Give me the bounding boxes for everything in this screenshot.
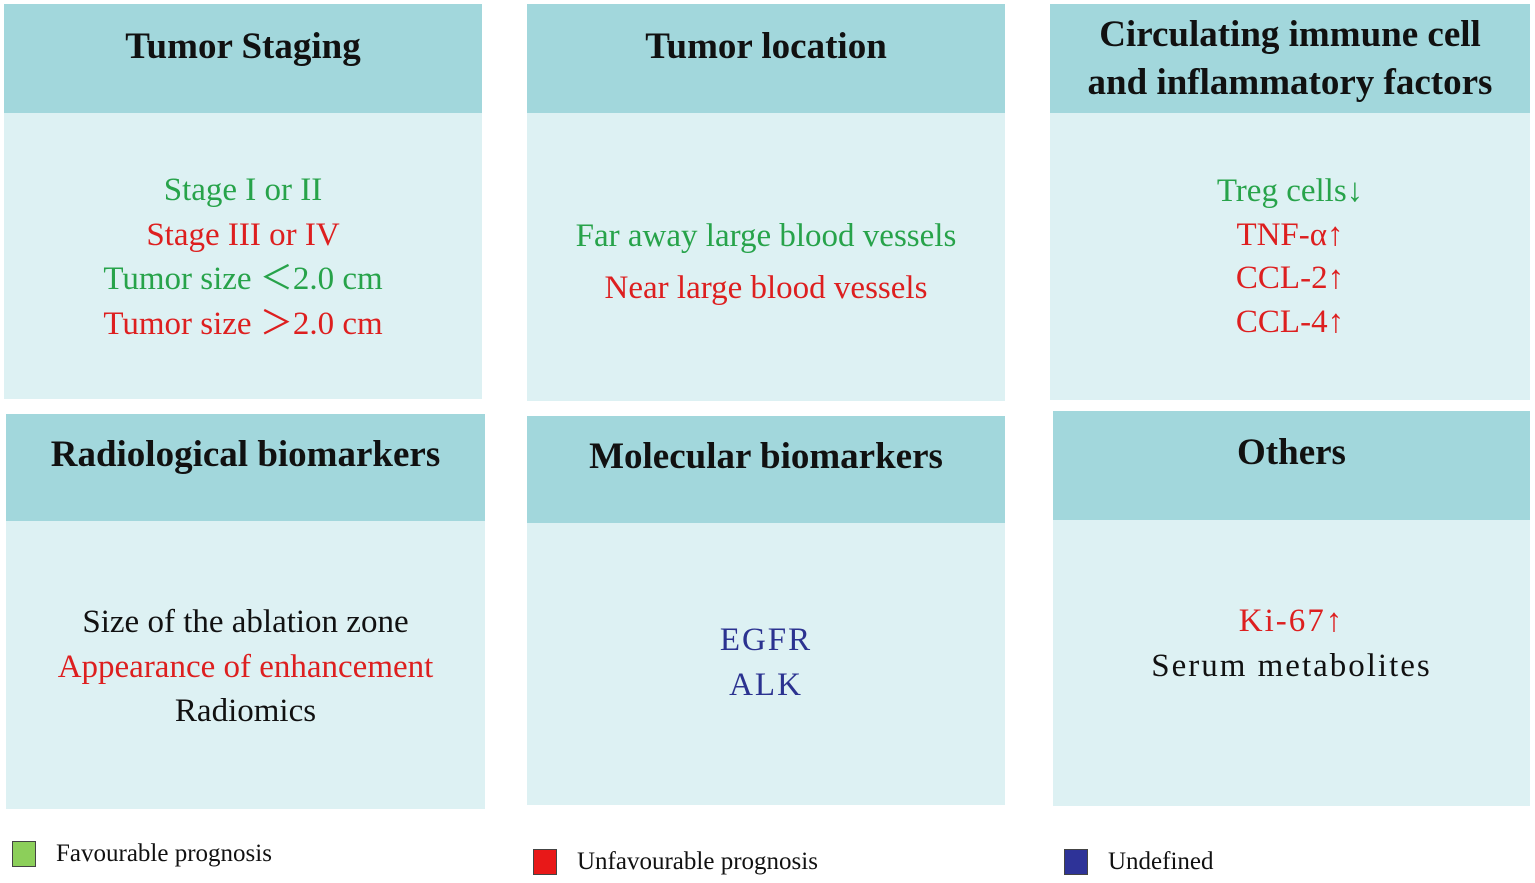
card-title: and inflammatory factors <box>1087 61 1493 103</box>
card-tumor-staging: Tumor Staging Stage I or II Stage III or… <box>4 4 482 399</box>
list-item: Near large blood vessels <box>604 270 928 306</box>
list-item: Size of the ablation zone <box>82 604 409 640</box>
list-item: Far away large blood vessels <box>575 218 957 254</box>
card-header: Tumor Staging <box>4 4 482 113</box>
card-title: Others <box>1237 431 1346 473</box>
card-title: Molecular biomarkers <box>589 435 943 477</box>
card-title: Circulating immune cell <box>1099 13 1481 55</box>
card-body: Size of the ablation zone Appearance of … <box>6 600 485 734</box>
card-molecular-biomarkers: Molecular biomarkers EGFR ALK <box>527 416 1005 805</box>
card-others: Others Ki-67↑ Serum metabolites <box>1053 411 1530 806</box>
list-item: Appearance of enhancement <box>57 648 434 685</box>
card-header: Others <box>1053 411 1530 520</box>
list-item: Radiomics <box>174 693 317 729</box>
list-item: Stage I or II <box>163 172 323 208</box>
legend-swatch-red <box>533 849 557 875</box>
legend-item-unfavourable: Unfavourable prognosis <box>533 848 818 876</box>
list-item: Ki-67↑ <box>1238 603 1345 639</box>
card-title: Tumor Staging <box>125 25 361 67</box>
list-item: Treg cells↓ <box>1216 173 1364 209</box>
legend-swatch-blue <box>1064 849 1088 875</box>
list-item: TNF-α↑ <box>1236 216 1344 253</box>
list-item: CCL-4↑ <box>1235 303 1345 340</box>
card-body: Far away large blood vessels Near large … <box>527 210 1005 314</box>
list-item: Stage III or IV <box>146 216 340 253</box>
list-item: CCL-2↑ <box>1235 260 1345 296</box>
list-item: Tumor size ＞2.0 cm <box>103 305 383 342</box>
card-radiological-biomarkers: Radiological biomarkers Size of the abla… <box>6 414 485 809</box>
list-item: ALK <box>729 666 803 703</box>
legend-label: Favourable prognosis <box>56 840 272 867</box>
legend-item-favourable: Favourable prognosis <box>12 840 272 868</box>
card-title: Tumor location <box>645 25 887 67</box>
card-body: EGFR ALK <box>527 618 1005 707</box>
legend-item-undefined: Undefined <box>1064 848 1214 876</box>
card-tumor-location: Tumor location Far away large blood vess… <box>527 4 1005 401</box>
legend-label: Unfavourable prognosis <box>577 848 818 875</box>
legend-swatch-green <box>12 841 36 867</box>
card-circulating-immune: Circulating immune cell and inflammatory… <box>1050 4 1530 400</box>
card-header: Tumor location <box>527 4 1005 113</box>
card-header: Circulating immune cell and inflammatory… <box>1050 4 1530 113</box>
card-header: Radiological biomarkers <box>6 414 485 521</box>
legend-label: Undefined <box>1108 848 1214 875</box>
card-title: Radiological biomarkers <box>50 433 441 475</box>
card-body: Ki-67↑ Serum metabolites <box>1053 599 1530 688</box>
card-header: Molecular biomarkers <box>527 416 1005 523</box>
card-body: Stage I or II Stage III or IV Tumor size… <box>4 168 482 346</box>
card-body: Treg cells↓ TNF-α↑ CCL-2↑ CCL-4↑ <box>1050 170 1530 344</box>
list-item: Tumor size ＜2.0 cm <box>103 261 383 297</box>
list-item: Serum metabolites <box>1151 647 1432 684</box>
list-item: EGFR <box>719 622 813 658</box>
